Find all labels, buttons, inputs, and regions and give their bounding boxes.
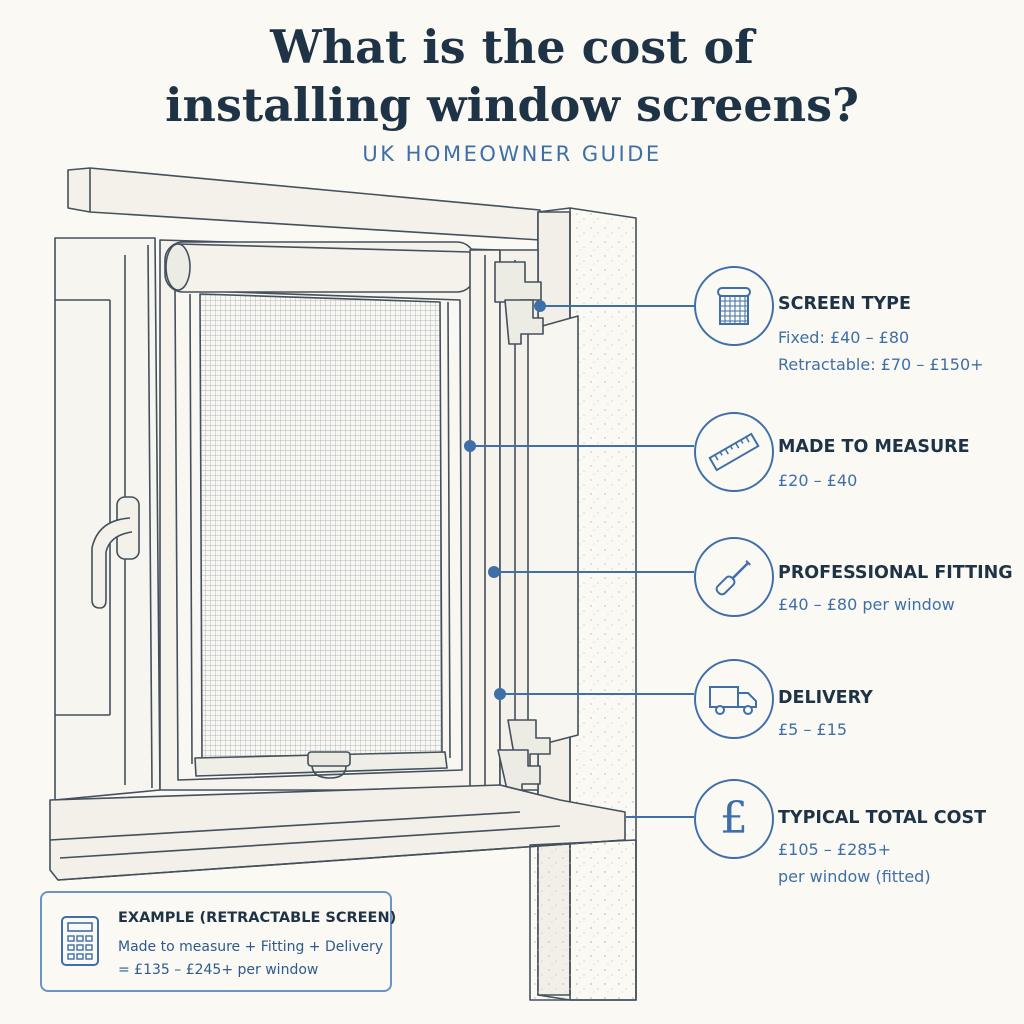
example-result: = £135 – £245+ per window xyxy=(118,962,319,978)
pound-symbol: £ xyxy=(720,793,748,844)
cost-value: £105 – £285+ xyxy=(778,840,892,859)
screwdriver-icon xyxy=(694,537,774,617)
cost-item-typical-total: TYPICAL TOTAL COST £105 – £285+ per wind… xyxy=(778,808,1018,890)
cost-heading: PROFESSIONAL FITTING xyxy=(778,563,1013,583)
delivery-van-icon xyxy=(694,659,774,739)
example-title: EXAMPLE (RETRACTABLE SCREEN) xyxy=(118,910,397,926)
cost-note: per window (fitted) xyxy=(778,867,931,886)
cost-item-delivery: DELIVERY £5 – £15 xyxy=(778,688,1018,743)
cost-heading: SCREEN TYPE xyxy=(778,294,911,314)
cost-item-professional-fitting: PROFESSIONAL FITTING £40 – £80 per windo… xyxy=(778,563,1018,618)
cost-value: £40 – £80 per window xyxy=(778,595,955,614)
cost-heading: DELIVERY xyxy=(778,688,873,708)
cost-value: £20 – £40 xyxy=(778,471,858,490)
ruler-icon xyxy=(694,412,774,492)
cost-heading: MADE TO MEASURE xyxy=(778,437,970,457)
cost-value: Retractable: £70 – £150+ xyxy=(778,355,984,374)
title-line-2: installing window screens? xyxy=(165,78,859,132)
calculator-icon xyxy=(61,916,99,966)
example-formula: Made to measure + Fitting + Delivery xyxy=(118,939,384,955)
example-box: EXAMPLE (RETRACTABLE SCREEN) Made to mea… xyxy=(40,891,396,992)
cost-heading: TYPICAL TOTAL COST xyxy=(778,808,987,828)
title-line-1: What is the cost of xyxy=(270,20,754,74)
cost-item-screen-type: SCREEN TYPE Fixed: £40 – £80 Retractable… xyxy=(778,294,1018,378)
page-title: What is the cost of installing window sc… xyxy=(0,18,1024,134)
cost-value: Fixed: £40 – £80 xyxy=(778,328,910,347)
cost-value: £5 – £15 xyxy=(778,720,848,739)
page-subtitle: UK HOMEOWNER GUIDE xyxy=(362,142,662,166)
cost-item-made-to-measure: MADE TO MEASURE £20 – £40 xyxy=(778,437,1018,494)
mesh-roll-icon xyxy=(694,266,774,346)
pound-sign-icon: £ xyxy=(694,779,774,859)
